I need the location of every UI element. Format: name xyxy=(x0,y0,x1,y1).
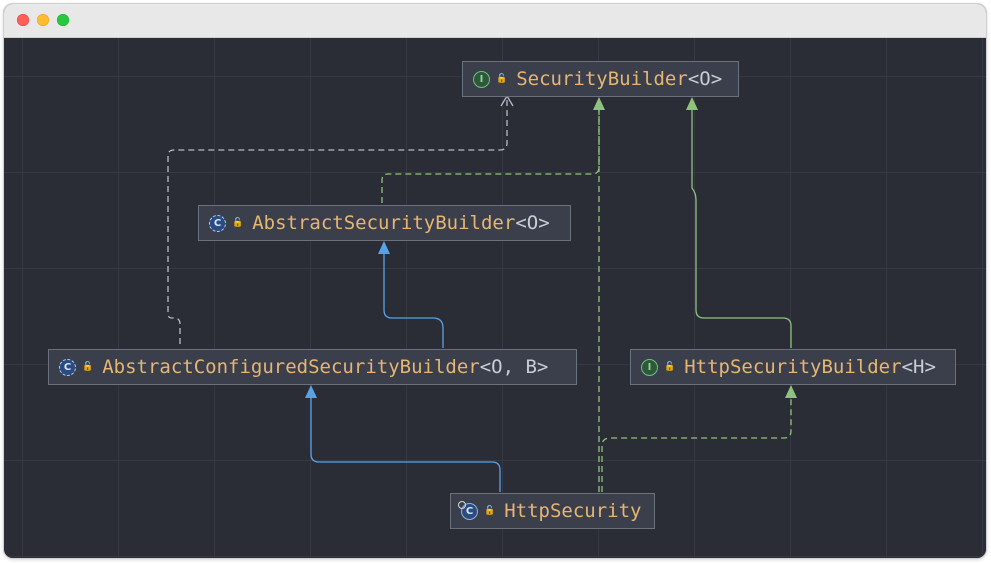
node-generics: <O> xyxy=(687,68,723,90)
abstract-class-icon: C xyxy=(209,214,226,232)
unlocked-lock-icon: 🔓 xyxy=(496,74,508,84)
node-abstract-security-builder[interactable]: C 🔓 AbstractSecurityBuilder<O> xyxy=(198,205,571,241)
unlocked-lock-icon: 🔓 xyxy=(484,506,496,516)
edge-hsb-to-sb xyxy=(686,97,792,348)
unlocked-lock-icon: 🔓 xyxy=(82,362,94,372)
unlocked-lock-icon: 🔓 xyxy=(664,362,676,372)
arrowhead-sb-middle xyxy=(593,97,605,110)
node-name: SecurityBuilder xyxy=(516,68,688,90)
close-window-button[interactable] xyxy=(17,14,29,26)
node-name: HttpSecurityBuilder xyxy=(684,356,902,378)
node-generics: <O, B> xyxy=(479,356,549,378)
edge-acsb-to-asb xyxy=(378,241,444,348)
node-abstract-configured-security-builder[interactable]: C 🔓 AbstractConfiguredSecurityBuilder<O,… xyxy=(48,349,577,385)
node-http-security[interactable]: C 🔓 HttpSecurity xyxy=(450,493,655,529)
maximize-window-button[interactable] xyxy=(57,14,69,26)
app-window: I 🔓 SecurityBuilder<O> C 🔓 AbstractSecur… xyxy=(4,4,986,558)
class-icon: C xyxy=(458,500,478,520)
title-bar xyxy=(4,4,986,38)
edge-hs-to-hsb xyxy=(601,385,797,492)
node-name: AbstractConfiguredSecurityBuilder xyxy=(102,356,480,378)
edge-asb-to-sb xyxy=(381,104,600,203)
interface-icon: I xyxy=(641,358,658,376)
node-http-security-builder[interactable]: I 🔓 HttpSecurityBuilder<H> xyxy=(630,349,956,385)
diagram-edges xyxy=(167,94,797,492)
node-security-builder[interactable]: I 🔓 SecurityBuilder<O> xyxy=(462,61,739,97)
minimize-window-button[interactable] xyxy=(37,14,49,26)
node-name: AbstractSecurityBuilder xyxy=(252,212,516,234)
node-name: HttpSecurity xyxy=(504,500,642,522)
interface-icon: I xyxy=(473,70,490,88)
node-generics: <H> xyxy=(901,356,936,378)
node-generics: <O> xyxy=(515,212,550,234)
abstract-class-icon: C xyxy=(59,358,76,376)
diagram-canvas[interactable]: I 🔓 SecurityBuilder<O> C 🔓 AbstractSecur… xyxy=(4,38,986,558)
edge-hs-to-acsb xyxy=(305,385,501,492)
unlocked-lock-icon: 🔓 xyxy=(232,218,244,228)
